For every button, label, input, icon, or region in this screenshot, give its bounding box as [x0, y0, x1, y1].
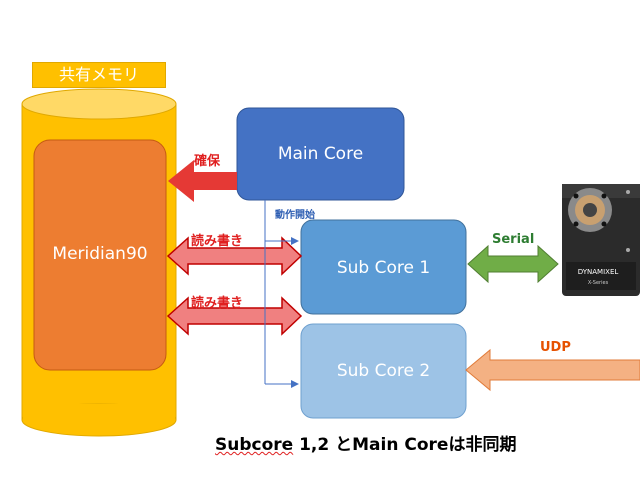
read-write-arrow-2 [166, 296, 303, 336]
read-write-arrow-1 [166, 236, 303, 276]
meridian-label: Meridian90 [52, 244, 148, 264]
udp-label: UDP [540, 340, 571, 355]
start-operation-label: 動作開始 [275, 210, 315, 221]
serial-label: Serial [492, 232, 535, 247]
main-core-label: Main Core [277, 144, 364, 164]
shared-memory-label: 共有メモリ [32, 62, 166, 88]
sub-core-2-box [300, 323, 467, 419]
caption-part-2: 1,2 とMain Coreは非同期 [293, 435, 517, 455]
caption: Subcore 1,2 とMain Coreは非同期 [215, 430, 516, 455]
meridian-box [33, 139, 167, 371]
servo-brand-text: DYNAMIXEL [578, 268, 619, 276]
main-core-box [236, 107, 405, 201]
sub-core-1-box [300, 219, 467, 315]
start-operation-connector [264, 200, 293, 385]
read-write-label-1: 読み書き [191, 234, 244, 249]
servo-motor-image: DYNAMIXEL X-Series [562, 184, 640, 296]
servo-series-text: X-Series [588, 280, 609, 286]
caption-part-1: Subcore [215, 435, 294, 455]
start-op-arrowhead-1 [291, 237, 299, 245]
secure-arrow [168, 160, 237, 202]
read-write-label-2: 読み書き [191, 296, 244, 311]
secure-label: 確保 [194, 154, 221, 169]
sub-core-2-label: Sub Core 2 [336, 361, 431, 381]
start-op-arrowhead-2 [291, 380, 299, 388]
sub-core-1-label: Sub Core 1 [336, 258, 431, 278]
udp-arrow [465, 348, 640, 392]
serial-arrow [467, 244, 559, 284]
